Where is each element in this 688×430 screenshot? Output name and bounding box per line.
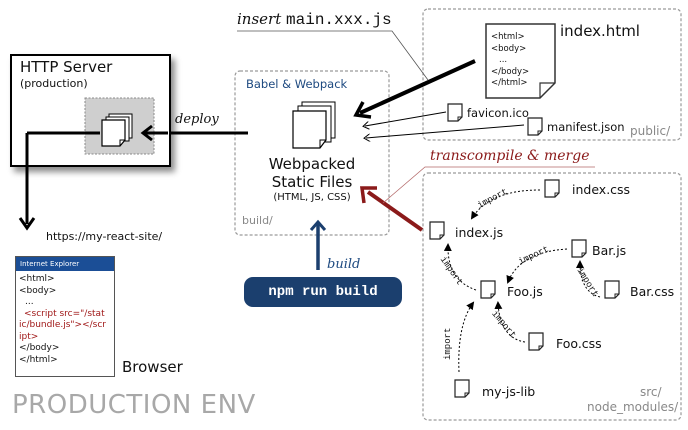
transcompile-label: transcompile & merge <box>430 148 590 164</box>
code-line: </body> <box>491 66 530 77</box>
bar-js-file-icon <box>571 239 587 258</box>
src-dir-label: src/ <box>640 385 662 399</box>
transcompile-arrow <box>366 190 424 232</box>
insert-prefix: insert <box>237 10 282 28</box>
browser-window: Internet Explorer <html> <body> ... <scr… <box>15 256 115 377</box>
import-arrow-myjslib-foojs <box>458 301 475 373</box>
code-line: <html> <box>491 32 525 42</box>
my-js-lib-label: my-js-lib <box>482 384 536 399</box>
index-js-label: index.js <box>455 225 504 240</box>
foo-js-file-icon <box>480 280 496 299</box>
insert-arrowhead <box>353 101 372 119</box>
code-line: ... <box>499 55 508 65</box>
index-html-label: index.html <box>560 22 640 40</box>
favicon-file-icon <box>447 103 463 122</box>
insert-filename: main.xxx.js <box>286 11 392 29</box>
site-url[interactable]: https://my-react-site/ <box>46 230 163 243</box>
import-arrow-foojs-indexjs <box>443 243 477 291</box>
code-line: ... <box>25 297 34 307</box>
bar-js-label: Bar.js <box>592 243 627 258</box>
build-dir-label: build/ <box>242 214 273 227</box>
webpacked-title-2: Static Files <box>271 173 353 191</box>
code-line: <body> <box>491 43 527 54</box>
code-line-script: ic/bundle.js"></scr <box>19 320 106 330</box>
index-css-label: index.css <box>572 182 631 197</box>
import-arrow-indexcss-indexjs <box>470 189 541 220</box>
index-html-code: <html> <body> ... </body> </html> <box>491 32 529 90</box>
insert-pointer <box>237 30 429 81</box>
code-line-script: ipt> <box>19 331 39 342</box>
npm-run-build-button[interactable]: npm run build <box>244 277 402 307</box>
my-js-lib-file-icon <box>454 379 470 398</box>
manifest-arrow <box>366 124 525 138</box>
index-html-icon <box>485 23 556 99</box>
build-box <box>234 70 390 236</box>
deploy-label: deploy <box>175 112 219 127</box>
index-css-file-icon <box>544 179 560 198</box>
code-line-script: <script src="/stat <box>24 308 105 319</box>
transcompile-pointer <box>382 166 595 204</box>
foo-css-file-icon <box>528 332 544 351</box>
favicon-arrow <box>365 111 447 126</box>
code-line: </body> <box>19 343 60 353</box>
code-line: </html> <box>19 354 58 365</box>
node-modules-dir-label: node_modules/ <box>587 400 679 414</box>
code-line: </html> <box>491 78 528 88</box>
browser-title-bar: Internet Explorer <box>16 257 114 271</box>
browser-source: <html> <body> ... <script src="/stat ic/… <box>16 271 114 369</box>
import-label: import <box>443 327 453 360</box>
manifest-label: manifest.json <box>547 120 625 134</box>
build-arrowhead <box>309 219 327 231</box>
bar-css-label: Bar.css <box>630 284 675 299</box>
bar-css-file-icon <box>604 280 620 299</box>
code-line: <body> <box>19 285 57 296</box>
server-title: HTTP Server <box>20 58 113 76</box>
server-subtitle: (production) <box>20 77 88 90</box>
environment-label: PRODUCTION ENV <box>12 390 256 420</box>
webpacked-subtitle: (HTML, JS, CSS) <box>273 192 351 203</box>
import-arrow-barjs-foojs <box>506 248 568 284</box>
foo-js-label: Foo.js <box>507 284 543 299</box>
browser-label: Browser <box>122 358 183 376</box>
index-js-file-icon <box>429 221 445 240</box>
browser-arrowhead <box>18 217 36 231</box>
manifest-file-icon <box>527 117 543 136</box>
code-line: <html> <box>19 274 55 284</box>
foo-css-label: Foo.css <box>556 336 602 351</box>
webpacked-files-label: Webpacked Static Files (HTML, JS, CSS) <box>253 155 371 204</box>
build-label: build <box>327 257 361 272</box>
public-box <box>422 8 682 141</box>
public-dir-label: public/ <box>630 124 671 138</box>
transcompile-arrowhead <box>360 186 377 204</box>
webpacked-files-icon <box>292 101 336 149</box>
babel-webpack-label: Babel & Webpack <box>246 77 348 91</box>
favicon-label: favicon.ico <box>467 106 529 120</box>
insert-arrow <box>359 59 476 115</box>
insert-label: insert main.xxx.js <box>237 10 392 29</box>
webpacked-title-1: Webpacked <box>268 155 356 173</box>
